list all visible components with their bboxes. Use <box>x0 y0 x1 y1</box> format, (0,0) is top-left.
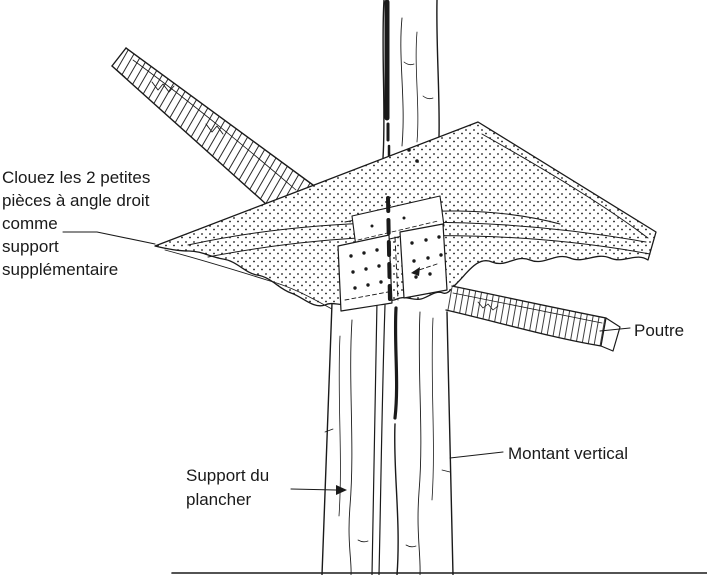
panel-ridge <box>481 133 649 239</box>
note-line: support <box>2 237 59 256</box>
note-line: comme <box>2 214 58 233</box>
leader-arrowhead <box>336 485 347 495</box>
poutre-end-face <box>600 317 621 352</box>
note-line: pièces à angle droit <box>2 191 150 210</box>
bracket-saddle <box>351 195 445 248</box>
nail-dot <box>415 159 419 163</box>
nail-dot <box>407 148 411 152</box>
leader-note <box>62 231 156 245</box>
bracket-plate-left <box>337 234 393 312</box>
leader-poutre <box>599 327 631 332</box>
note-line: Clouez les 2 petites <box>2 168 151 187</box>
poutre-beam <box>445 285 621 352</box>
nail-direction-arrow <box>411 267 420 276</box>
bracket-plates <box>337 195 448 312</box>
vertical-posts <box>321 0 454 575</box>
leader-lines <box>62 231 631 495</box>
label-support-plancher: Support du plancher <box>186 464 269 512</box>
leader-support-plancher <box>290 488 337 491</box>
label-montant-vertical: Montant vertical <box>508 444 628 463</box>
bracket-plate-right <box>399 223 448 299</box>
post-dark-grain-dashed <box>386 196 392 304</box>
note-line: supplémentaire <box>2 260 119 279</box>
diagonal-beam <box>111 47 314 205</box>
support-line: plancher <box>186 490 252 509</box>
label-nailing-note: Clouez les 2 petites pièces à angle droi… <box>2 166 150 281</box>
label-poutre: Poutre <box>634 321 685 340</box>
leader-montant-vertical <box>449 451 504 459</box>
support-line: Support du <box>186 466 270 485</box>
panel-edge-thickness <box>164 249 333 310</box>
